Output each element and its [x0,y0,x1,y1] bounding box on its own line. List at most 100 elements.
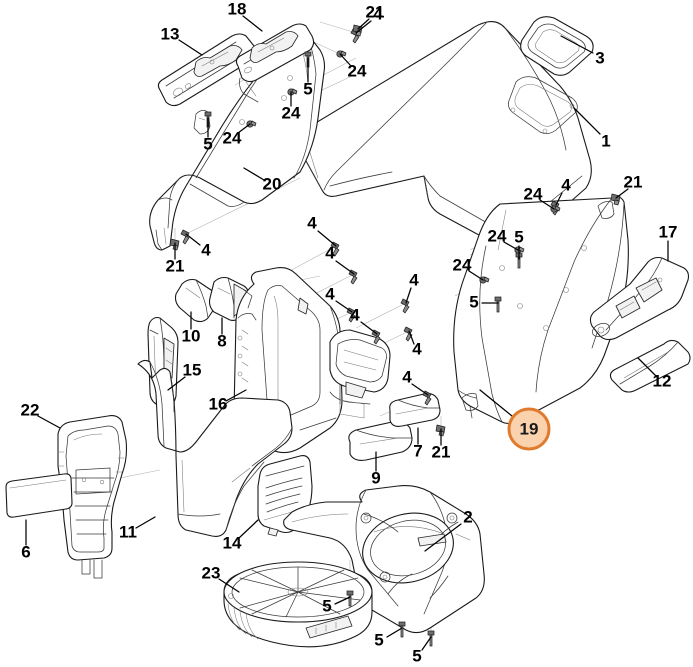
callout-number-labels: 1234444444444555555567891011121314151617… [21,0,678,665]
callout-label-23: 23 [202,563,221,582]
leader-line-20 [243,167,265,181]
callout-label-5: 5 [412,646,421,665]
part-7-side-trim-small [389,393,441,427]
part-9-lower-trim-cover [348,421,413,461]
leader-line-22 [37,415,61,429]
screw-fastener [400,298,410,314]
callout-label-5: 5 [469,292,478,311]
callout-label-5: 5 [374,630,383,649]
part-6-identification-plate [5,473,73,518]
leader-line-24 [468,270,484,281]
pin-fastener [494,296,502,313]
callout-label-1: 1 [601,131,610,150]
part-19-side-panel-right [453,196,629,425]
clip-fastener [435,424,446,437]
part-10-side-insert-left [174,278,219,323]
callout-label-4: 4 [412,339,422,358]
callout-label-2: 2 [463,507,472,526]
pin-fastener [427,630,435,647]
callout-label-4: 4 [325,284,335,303]
leader-line-4 [355,20,372,34]
callout-label-24: 24 [348,61,367,80]
callout-label-15: 15 [183,360,202,379]
callout-label-11: 11 [119,522,137,541]
leader-line-1 [573,107,601,135]
part-2-fan-housing-shroud [283,485,485,634]
callout-label-4: 4 [307,213,317,232]
callout-label-24: 24 [282,103,301,122]
callout-label-4: 4 [350,305,360,324]
callout-label-4: 4 [201,240,211,259]
part-22-front-grille [57,415,128,579]
callout-label-20: 20 [263,174,282,193]
part-13-hood-hinge-bracket-left [157,33,257,107]
leader-line-4 [335,300,353,313]
callout-label-22: 22 [21,400,40,419]
leader-line-5 [386,627,403,638]
leader-line-23 [218,578,240,593]
part-18-hood-hinge-bracket-right [235,23,315,103]
part-17-side-bracket-right [589,256,690,341]
part-23-radial-fan [223,561,373,648]
callout-label-4: 4 [373,4,383,23]
leader-line-2 [424,523,462,552]
leader-line-15 [167,376,186,391]
callout-label-5: 5 [322,596,331,615]
highlight-label: 19 [520,419,539,438]
leader-line-24 [339,53,352,67]
callout-label-8: 8 [217,331,226,350]
callout-label-7: 7 [413,441,422,460]
callout-label-4: 4 [325,243,335,262]
callout-label-5: 5 [514,227,523,246]
highlight-circle[interactable] [507,407,551,451]
badge-leader-line [479,389,513,417]
callout-label-21: 21 [432,442,451,461]
callout-label-16: 16 [209,394,228,413]
callout-label-9: 9 [371,468,380,487]
leader-line-4 [408,330,415,345]
callout-label-24: 24 [453,255,472,274]
callout-label-14: 14 [223,533,242,552]
callout-label-24: 24 [488,226,507,245]
callout-label-5: 5 [203,134,212,153]
callout-label-6: 6 [21,542,30,561]
callout-leader-lines [25,15,669,651]
leader-line-4 [185,233,201,246]
leader-line-24 [539,199,555,210]
leader-line-4 [411,383,429,396]
screw-fastener [348,269,358,285]
leader-line-16 [225,389,247,402]
leader-line-14 [238,519,259,539]
leader-line-13 [178,39,203,56]
leader-line-18 [242,15,263,32]
part-3-hood-trim-ring [520,16,594,76]
callout-label-13: 13 [161,24,180,43]
highlight-badge-19[interactable]: 19 [479,389,551,451]
leader-line-4 [335,260,355,275]
leader-line-3 [560,35,594,54]
leader-line-5 [421,636,432,651]
leader-line-4 [555,192,563,206]
callout-label-10: 10 [182,326,201,345]
part-12-side-cover-lower-right [609,339,691,393]
leader-line-11 [135,516,156,529]
callout-label-21: 21 [624,172,643,191]
leader-line-24 [237,123,251,134]
callout-label-21: 21 [166,256,185,275]
pin-fastener [398,621,406,638]
callout-label-18: 18 [228,0,247,18]
callout-label-3: 3 [595,48,604,67]
leader-line-4 [405,287,412,304]
callout-label-17: 17 [659,222,678,241]
callout-label-5: 5 [303,79,312,98]
callout-label-24: 24 [223,128,242,147]
callout-label-12: 12 [653,371,672,390]
screw-fastener [180,229,190,245]
part-11-front-fender-panel [137,359,293,537]
leader-line-21 [615,188,629,199]
callout-label-4: 4 [402,367,412,386]
leader-line-21 [357,18,370,30]
callout-label-4: 4 [409,270,419,289]
